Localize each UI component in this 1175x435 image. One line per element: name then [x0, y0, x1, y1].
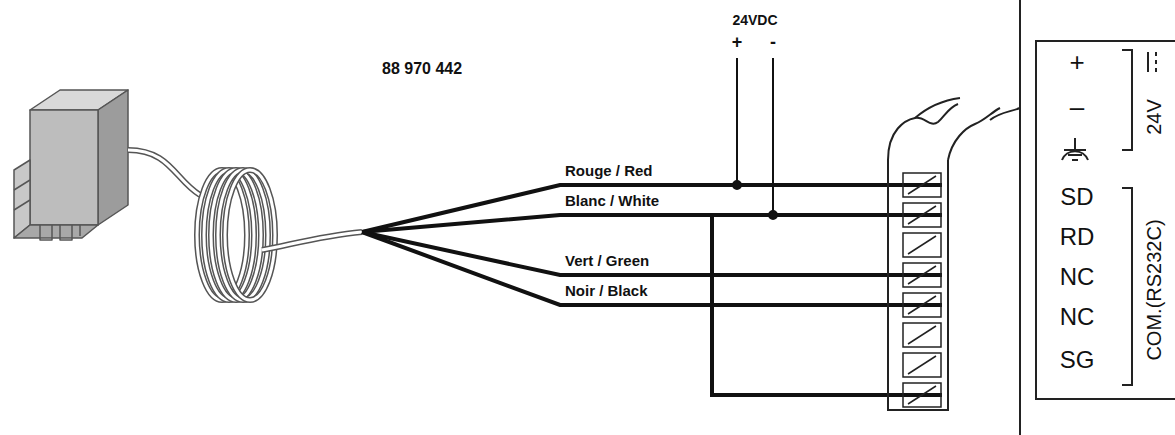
coiled-cable — [128, 150, 362, 300]
terminal-screw — [908, 326, 936, 344]
terminal — [903, 323, 941, 347]
terminal-screw — [908, 206, 936, 224]
terminal-screw — [908, 176, 936, 194]
terminal-label: NC — [1060, 265, 1095, 289]
cable — [128, 150, 200, 195]
wire-bridge — [712, 215, 942, 395]
group-label: 24V — [1144, 99, 1164, 135]
wire — [362, 215, 942, 232]
wire-color-label: Rouge / Red — [563, 162, 655, 179]
terminal-label: SG — [1060, 348, 1095, 372]
wire — [362, 232, 942, 305]
supply-label: 24VDC — [730, 12, 779, 28]
terminal — [903, 293, 941, 317]
group-label: COM.(RS232C) — [1144, 219, 1164, 360]
part-number: 88 970 442 — [380, 60, 464, 78]
wire — [362, 232, 942, 275]
terminal — [903, 263, 941, 287]
supply-label: - — [768, 32, 778, 53]
terminal-block — [888, 0, 1020, 435]
supply-label: + — [730, 32, 745, 53]
terminal-screw — [908, 266, 936, 284]
cable — [262, 232, 362, 250]
cable-coil — [225, 170, 275, 300]
terminal-label: RD — [1060, 225, 1095, 249]
panel-symbols — [1062, 50, 1156, 385]
terminal — [903, 233, 941, 257]
cable — [128, 150, 200, 195]
cable-coil — [211, 170, 261, 300]
cable-coil — [225, 170, 275, 300]
wire-color-label: Blanc / White — [563, 192, 661, 209]
wires — [362, 185, 942, 395]
cable-coil — [211, 170, 261, 300]
terminal — [903, 383, 941, 407]
terminal — [903, 203, 941, 227]
terminal-screw — [908, 236, 936, 254]
terminal-screw — [908, 356, 936, 374]
terminal-label: – — [1070, 94, 1084, 120]
terminal — [903, 173, 941, 197]
terminal-label: SD — [1060, 185, 1093, 209]
wire-color-label: Vert / Green — [563, 252, 651, 269]
connector-plug — [14, 90, 128, 240]
wire-color-label: Noir / Black — [563, 282, 650, 299]
terminal — [903, 353, 941, 377]
terminal-panel: + – SD RD NC NC SG 24V COM.(RS232C) — [1035, 40, 1175, 400]
terminal-label: + — [1069, 49, 1084, 75]
terminal-screw — [908, 386, 936, 404]
wire — [362, 185, 942, 232]
terminal-label: NC — [1060, 305, 1095, 329]
supply-leads — [733, 58, 777, 219]
terminal-screw — [908, 296, 936, 314]
cable — [262, 232, 362, 250]
